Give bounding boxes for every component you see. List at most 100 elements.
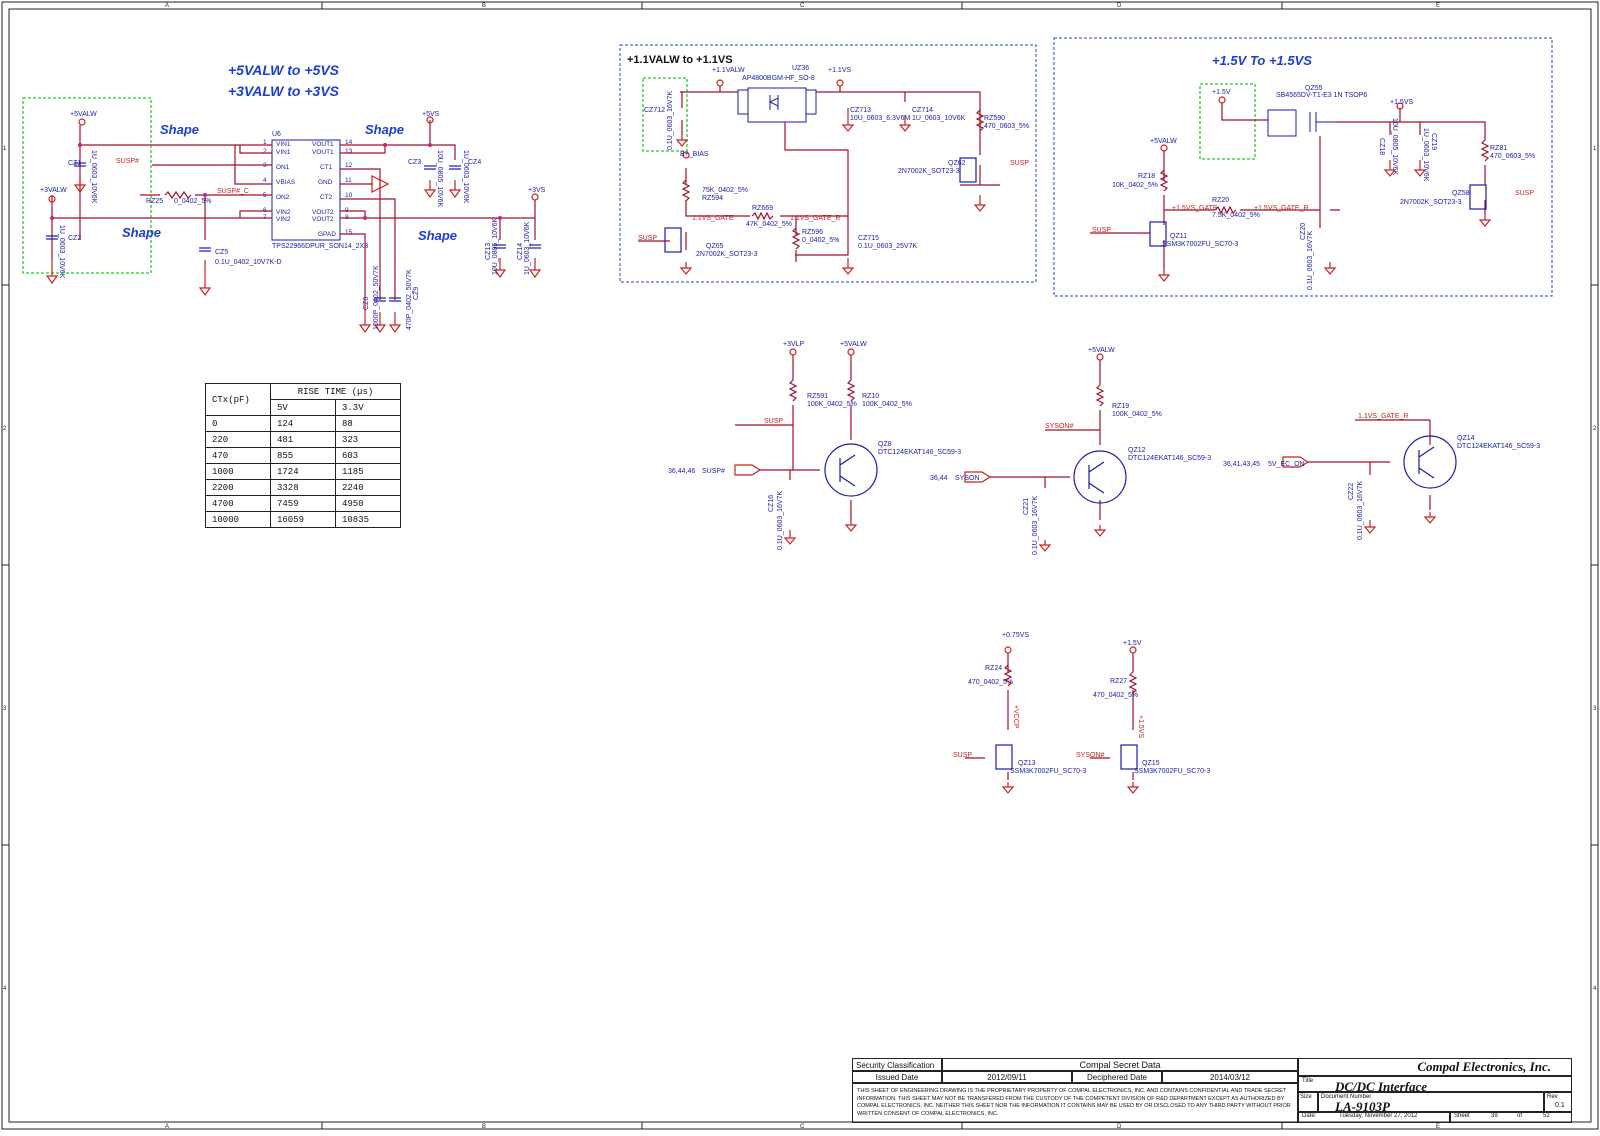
section-title-3v: +3VALW to +3VS <box>228 83 340 99</box>
col-label-b-bottom: B <box>482 1124 486 1130</box>
col-label-a-bottom: A <box>165 1124 169 1130</box>
table-cell: 7459 <box>270 495 336 512</box>
uz36-part: AP4800BGM-HF_SO-8 <box>742 75 815 82</box>
net-15v: +1.5V <box>1212 89 1231 96</box>
uz36-body <box>737 89 817 115</box>
svg-text:ON1: ON1 <box>276 164 290 171</box>
total-value: 52 <box>1543 1113 1550 1119</box>
net-susp-n-a: SUSP# <box>116 158 139 165</box>
net-syson-n-a: SYSON# <box>1045 423 1074 430</box>
of-label: of <box>1517 1113 1523 1119</box>
cz6-ref: CZ6 <box>363 297 370 310</box>
net-11vs-gate-r: 1.1VS_GATE_R <box>790 215 840 222</box>
qz8-ref: QZ8 <box>878 441 892 448</box>
section-title-5v: +5VALW to +5VS <box>228 62 340 78</box>
title-label: Title <box>1302 1078 1314 1084</box>
qz55-part: SB4565DV-T1-E3 1N TSOP6 <box>1276 92 1367 99</box>
svg-text:ON2: ON2 <box>276 194 290 201</box>
cz14-val: 1U_0603_10V6K <box>524 221 531 275</box>
table-cell: 323 <box>335 431 401 448</box>
svg-text:VIN1: VIN1 <box>276 141 291 148</box>
cz714-val: 1U_0603_10V6K <box>912 115 966 122</box>
security-value: Compal Secret Data <box>942 1058 1298 1071</box>
cz714-ref: CZ714 <box>912 107 933 114</box>
date-value: Tuesday, November 27, 2012 <box>1339 1113 1418 1119</box>
section2-supplies <box>682 79 844 159</box>
row-label-2: 2 <box>3 426 7 432</box>
qz65-ref: QZ65 <box>706 243 724 250</box>
net-en5v: 5V_EC_ON <box>1268 461 1305 468</box>
table-cell: 220 <box>205 431 271 448</box>
table-cell: 1724 <box>270 463 336 480</box>
svg-text:VIN2: VIN2 <box>276 216 291 223</box>
rz24-ref: RZ24 <box>985 665 1002 672</box>
sheet-border-inner <box>8 8 1592 1123</box>
svg-text:GPAD: GPAD <box>318 231 336 238</box>
cz6-val: 1000P_0402_50V7K <box>373 265 380 330</box>
net-vccp: +VCCP <box>1012 705 1019 729</box>
docnum-label: Document Number <box>1321 1094 1372 1100</box>
rev-cell: Rev 0.1 <box>1544 1092 1572 1112</box>
table-cell: 10835 <box>335 511 401 528</box>
section1-wires <box>51 120 536 300</box>
cz1-ref: CZ1 <box>68 160 81 167</box>
issued-value: 2012/09/11 <box>942 1071 1072 1083</box>
mosfet-bodies <box>664 157 1487 770</box>
table-cell: 1185 <box>335 463 401 480</box>
rz590-ref: RZ590 <box>984 115 1005 122</box>
cz2-val: 1U_0603_10V6K <box>58 225 65 279</box>
net-15v-b: +1.5V <box>1123 640 1142 647</box>
offpage-connectors <box>734 456 1310 483</box>
cz13-val: 10U_0805_10V6K <box>492 217 499 275</box>
ref-syson: 36,44 <box>930 475 948 482</box>
net-susp-n-b: SUSP# <box>702 468 725 475</box>
rz25-val: 0_0402_5% <box>174 198 211 205</box>
sheet-value: 39 <box>1491 1113 1498 1119</box>
net-15vs: +1.5VS <box>1390 99 1413 106</box>
svg-text:4: 4 <box>263 177 267 184</box>
cz712-ref: CZ712 <box>644 107 665 114</box>
cz21-ref: CZ21 <box>1023 498 1030 515</box>
cz9-ref: CZ9 <box>413 287 420 300</box>
table-cell: 16059 <box>270 511 336 528</box>
rz81-ref: RZ81 <box>1490 145 1507 152</box>
qz13-part: SSM3K7002FU_SC70-3 <box>1010 768 1086 775</box>
svg-text:13: 13 <box>345 148 353 155</box>
svg-text:2: 2 <box>263 148 267 155</box>
cz19-val: 1U_0603_10V6K <box>1422 128 1429 182</box>
section-box-11v <box>619 44 1037 283</box>
u6-ref: U6 <box>272 131 281 138</box>
section3-supplies <box>1160 96 1404 152</box>
net-5valw-b: +5VALW <box>1150 138 1177 145</box>
qz65-part: 2N7002K_SOT23-3 <box>696 251 758 258</box>
grounds-section1 <box>45 175 542 334</box>
net-5valw-c: +5VALW <box>840 341 867 348</box>
rz669-val: 47K_0402_5% <box>746 221 792 228</box>
net-3vlp: +3VLP <box>783 341 805 348</box>
net-11vs-gate: 1.1VS_GATE <box>692 215 734 222</box>
company-name: Compal Electronics, Inc. <box>1298 1058 1572 1076</box>
rz596-ref: RZ596 <box>802 229 823 236</box>
qz13-ref: QZ13 <box>1018 760 1036 767</box>
section1-supplies <box>48 116 539 203</box>
svg-text:VOUT2: VOUT2 <box>312 216 334 223</box>
cz22-val: 0.1U_0603_16V7K <box>1357 481 1364 540</box>
rz591-val: 100K_0402_5% <box>807 401 857 408</box>
header-rise-time: RISE TIME (μs) <box>270 383 401 400</box>
row-label-4: 4 <box>3 986 7 992</box>
qz58-ref: QZ58 <box>1452 190 1470 197</box>
rz27-ref: RZ27 <box>1110 678 1127 685</box>
rz20-ref: RZ20 <box>1212 197 1229 204</box>
docnum-cell: Document Number LA-9103P <box>1318 1092 1544 1112</box>
header-ctx: CTx(pF) <box>205 383 271 416</box>
cz715-val: 0.1U_0603_25V7K <box>858 243 917 250</box>
rz81-val: 470_0603_5% <box>1490 153 1535 160</box>
notice-text: THIS SHEET OF ENGINEERING DRAWING IS THE… <box>852 1083 1298 1123</box>
net-15vs-gate: +1.5VS_GATE <box>1172 205 1218 212</box>
svg-text:1: 1 <box>263 139 267 146</box>
section-box-15v <box>1053 37 1553 297</box>
